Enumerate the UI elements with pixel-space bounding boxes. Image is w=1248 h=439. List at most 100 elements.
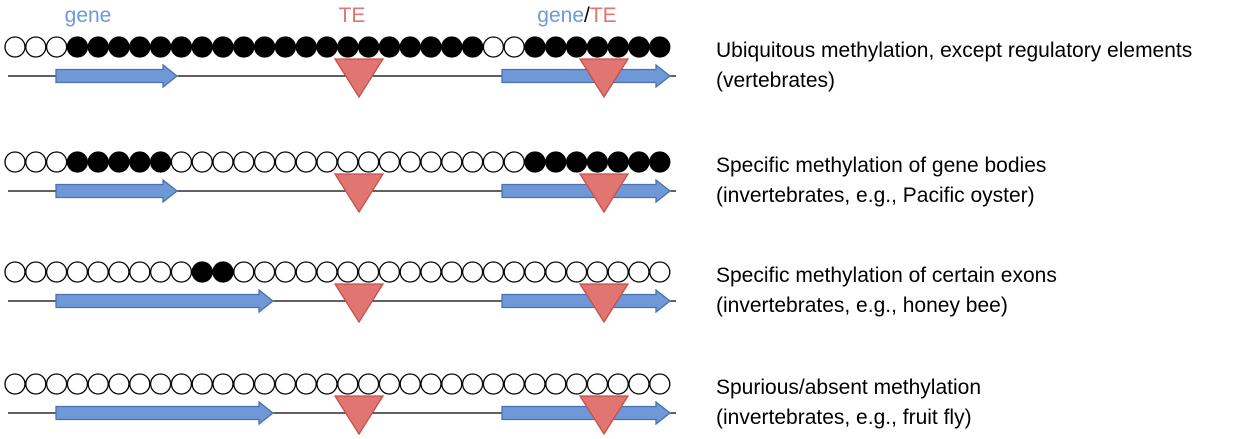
methylated-cpg [87,36,109,58]
unmethylated-cpg [274,261,297,283]
unmethylated-cpg [399,261,421,283]
methylated-cpg [212,261,234,283]
unmethylated-cpg [253,373,276,395]
unmethylated-cpg [357,261,380,283]
unmethylated-cpg [45,373,68,395]
te-triangle-1 [333,58,385,99]
header-gene-te-label: gene/TE [537,4,616,27]
gene-arrow-2 [501,400,672,426]
methylated-cpg [545,36,567,58]
unmethylated-cpg [482,36,505,58]
unmethylated-cpg [503,373,525,395]
methylation-rows: Ubiquitous methylation, except regulator… [4,36,1192,436]
unmethylated-cpg [586,373,609,395]
unmethylated-cpg [441,261,463,283]
row-label-organism: (invertebrates, e.g., honey bee) [716,294,1008,317]
methylated-cpg [170,36,193,58]
unmethylated-cpg [66,373,89,395]
methylated-cpg [586,36,609,58]
methylated-cpg [129,36,151,58]
unmethylated-cpg [191,151,213,173]
unmethylated-cpg [586,261,609,283]
methylated-cpg [441,36,463,58]
unmethylated-cpg [66,261,89,283]
gene-arrow-1 [55,288,275,314]
unmethylated-cpg [274,373,297,395]
unmethylated-cpg [316,373,338,395]
unmethylated-cpg [295,373,317,395]
methylated-cpg [108,36,130,58]
methylated-cpg [149,36,172,58]
methylated-cpg [461,36,484,58]
methylated-cpg [649,151,671,173]
unmethylated-cpg [649,373,671,395]
unmethylated-cpg [503,36,525,58]
unmethylated-cpg [45,261,68,283]
unmethylated-cpg [129,373,151,395]
unmethylated-cpg [337,151,359,173]
unmethylated-cpg [607,261,629,283]
methylated-cpg [191,36,213,58]
methylated-cpg [649,36,671,58]
unmethylated-cpg [87,261,109,283]
unmethylated-cpg [565,261,588,283]
unmethylated-cpg [25,36,47,58]
unmethylated-cpg [25,151,47,173]
unmethylated-cpg [524,373,546,395]
row-2: Specific methylation of gene bodies(inve… [4,151,1046,214]
unmethylated-cpg [420,261,442,283]
te-triangle-1 [333,283,385,324]
unmethylated-cpg [441,373,463,395]
unmethylated-cpg [482,151,505,173]
te-triangle-2 [578,173,630,214]
unmethylated-cpg [441,151,463,173]
unmethylated-cpg [170,373,193,395]
methylated-cpg [399,36,421,58]
te-triangle-2 [578,395,630,436]
gene-arrow-1 [55,400,275,426]
unmethylated-cpg [337,261,359,283]
unmethylated-cpg [45,36,68,58]
unmethylated-cpg [253,151,276,173]
methylated-cpg [87,151,109,173]
header-gene-te-te: TE [590,4,617,27]
methylated-cpg [191,261,213,283]
methylated-cpg [565,151,588,173]
unmethylated-cpg [212,373,234,395]
methylated-cpg [607,36,629,58]
unmethylated-cpg [461,151,484,173]
gene-arrow-1 [55,178,179,204]
unmethylated-cpg [25,261,47,283]
unmethylated-cpg [524,261,546,283]
unmethylated-cpg [295,151,317,173]
unmethylated-cpg [545,261,567,283]
unmethylated-cpg [357,373,380,395]
unmethylated-cpg [607,373,629,395]
unmethylated-cpg [108,261,130,283]
unmethylated-cpg [628,261,650,283]
methylated-cpg [66,151,89,173]
unmethylated-cpg [378,261,401,283]
unmethylated-cpg [420,373,442,395]
unmethylated-cpg [274,151,297,173]
unmethylated-cpg [4,151,26,173]
unmethylated-cpg [649,261,671,283]
methylated-cpg [565,36,588,58]
unmethylated-cpg [482,261,505,283]
unmethylated-cpg [87,373,109,395]
methylated-cpg [149,151,172,173]
methylated-cpg [545,151,567,173]
row-label-title: Specific methylation of certain exons [716,264,1057,287]
header-gene-te-separator: / [584,4,590,27]
methylated-cpg [628,151,650,173]
row-label-organism: (invertebrates, e.g., fruit fly) [716,406,972,429]
unmethylated-cpg [253,261,276,283]
unmethylated-cpg [399,151,421,173]
unmethylated-cpg [233,373,255,395]
unmethylated-cpg [233,261,255,283]
unmethylated-cpg [25,373,47,395]
unmethylated-cpg [503,151,525,173]
unmethylated-cpg [4,36,26,58]
methylated-cpg [337,36,359,58]
unmethylated-cpg [378,373,401,395]
